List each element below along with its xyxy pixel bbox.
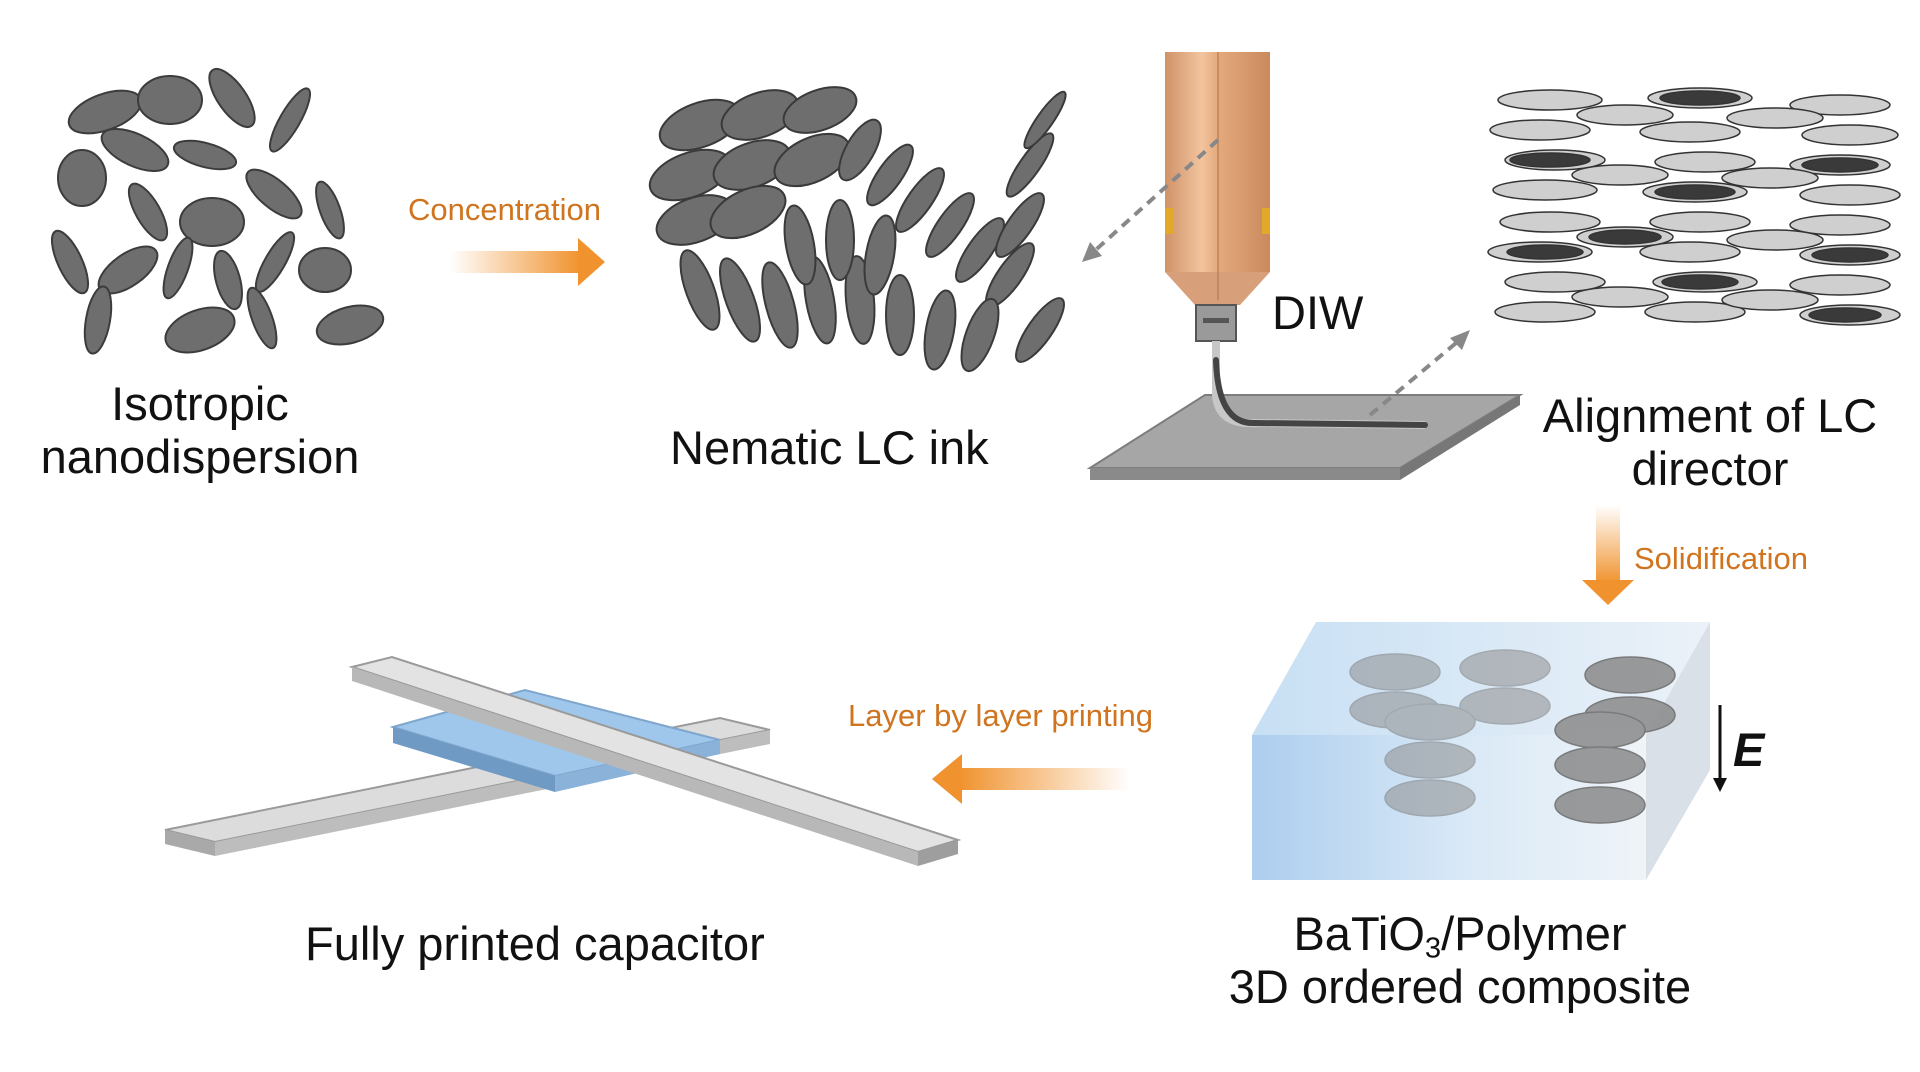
substrate-plate xyxy=(1086,394,1524,469)
solidification-step-label: Solidification xyxy=(1634,541,1809,576)
layer-printing-arrow-head xyxy=(932,754,962,804)
solidification-arrow-shaft xyxy=(1596,505,1620,583)
diw-printer xyxy=(1086,52,1524,480)
field-label: E xyxy=(1733,723,1765,776)
diw-label: DIW xyxy=(1272,286,1364,339)
concentration-arrow-head xyxy=(578,238,605,286)
composite-label-line1: BaTiO3/Polymer xyxy=(1160,907,1760,965)
alignment-label-line1: Alignment of LC xyxy=(1542,389,1878,442)
isotropic-disks xyxy=(50,68,385,355)
composite-block xyxy=(1252,622,1710,880)
aligned-disk-stacks xyxy=(1487,87,1901,326)
composite-subscript: 3 xyxy=(1424,932,1442,965)
concentration-step-label: Concentration xyxy=(408,192,602,227)
composite-label: BaTiO3/Polymer 3D ordered composite xyxy=(1160,907,1760,1013)
composite-label-line2: 3D ordered composite xyxy=(1228,959,1692,1013)
composite-material-name: BaTiO xyxy=(1293,907,1425,960)
capacitor-label: Fully printed capacitor xyxy=(305,917,765,970)
alignment-label: Alignment of LC director xyxy=(1500,389,1920,495)
dashed-arrow-to-nematic xyxy=(1088,138,1220,257)
isotropic-label: Isotropic nanodispersion xyxy=(0,377,400,483)
nematic-disks xyxy=(648,86,1067,373)
concentration-arrow-shaft xyxy=(450,251,580,273)
solidification-arrow-head xyxy=(1582,580,1634,605)
nematic-label: Nematic LC ink xyxy=(670,421,989,474)
layer-printing-arrow-shaft xyxy=(960,768,1130,790)
alignment-label-line2: director xyxy=(1631,441,1789,495)
isotropic-label-line2: nanodispersion xyxy=(40,429,360,483)
dashed-arrow-to-alignment xyxy=(1368,336,1464,417)
printed-capacitor xyxy=(164,655,962,866)
composite-polymer-name: /Polymer xyxy=(1441,907,1627,960)
layer-printing-step-label: Layer by layer printing xyxy=(848,698,1153,733)
isotropic-label-line1: Isotropic xyxy=(111,377,289,430)
